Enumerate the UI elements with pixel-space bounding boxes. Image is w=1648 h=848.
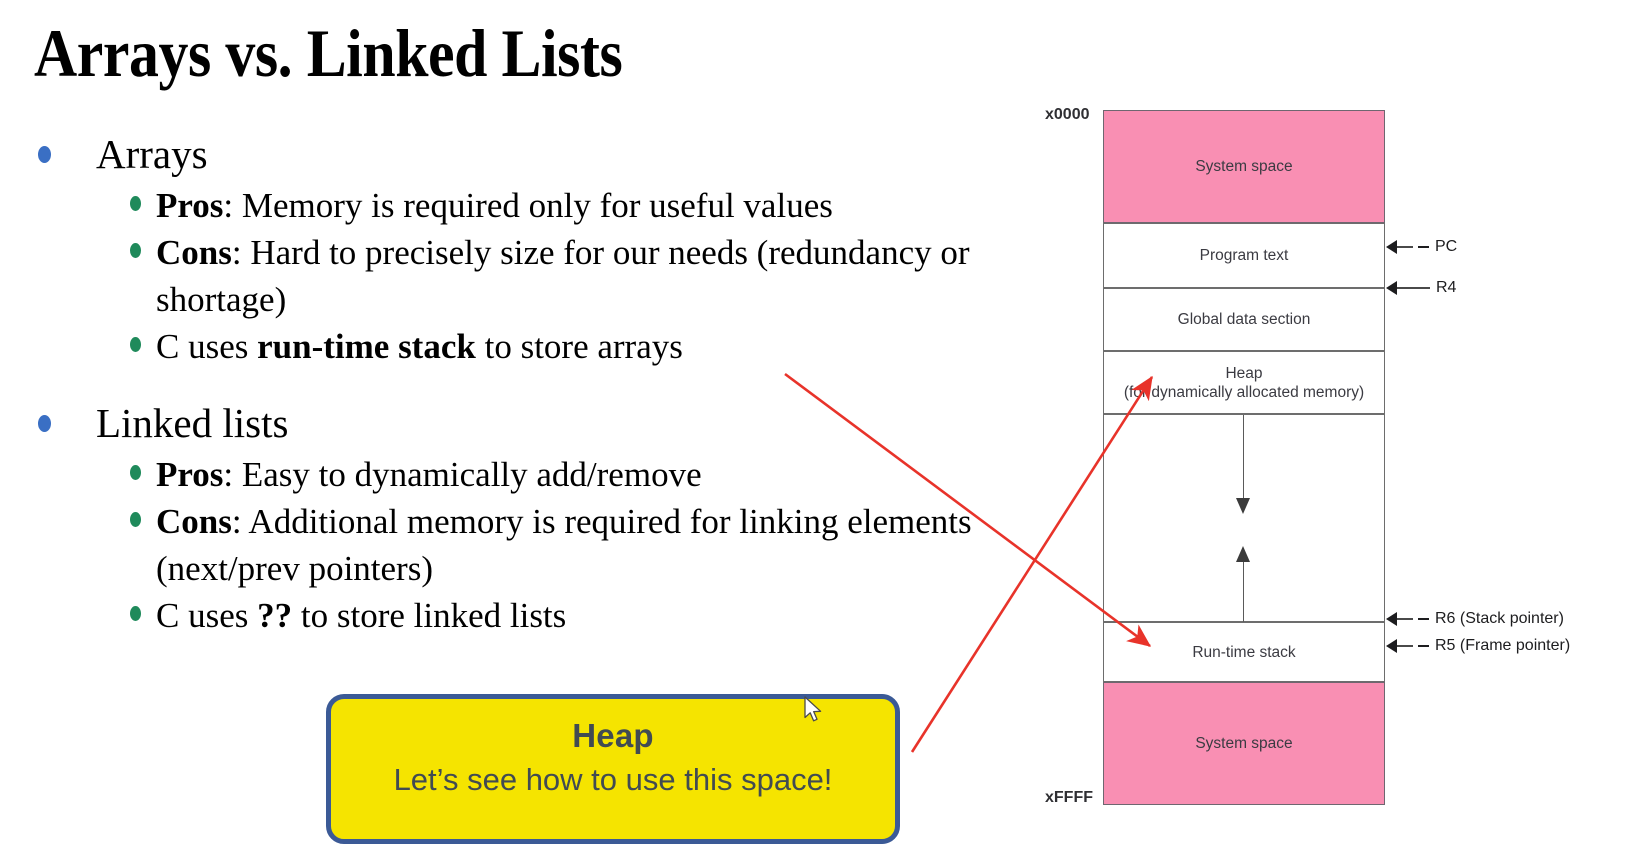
bullet-strong: Pros	[156, 186, 224, 225]
heap-callout-subtitle: Let’s see how to use this space!	[393, 762, 833, 797]
list-gap	[30, 370, 1040, 397]
bullet-rest: : Easy to dynamically add/remove	[223, 455, 702, 494]
register-pointer-r4: R4	[1386, 279, 1457, 296]
heap-callout-box[interactable]: Heap Let’s see how to use this space!	[326, 694, 900, 844]
bullet-dot-level2	[130, 465, 141, 480]
bullet-dot-level2	[130, 606, 141, 621]
address-label-top: x0000	[1045, 106, 1090, 123]
register-pointer-r6: R6 (Stack pointer)	[1386, 610, 1564, 627]
bullet-rest: : Memory is required only for useful val…	[223, 186, 833, 225]
bullet-l2-linked-cons-text: Cons: Additional memory is required for …	[156, 498, 1040, 592]
memory-segment-run-time-stack: Run-time stack	[1103, 622, 1385, 682]
bullet-dot-level2	[130, 196, 141, 211]
mouse-cursor-icon	[804, 696, 822, 722]
memory-segment-sublabel: (for dynamically allocated memory)	[1123, 383, 1365, 401]
bullet-l2-arrays-cuses: C uses run-time stack to store arrays	[30, 323, 1040, 370]
bullet-strong: Pros	[156, 455, 224, 494]
memory-segment-label: Program text	[1199, 247, 1289, 264]
bullet-rest: : Additional memory is required for link…	[156, 502, 972, 588]
memory-segment-label: System space	[1195, 158, 1293, 175]
bullet-pre: C uses	[156, 596, 258, 635]
bullet-dot-level1	[38, 146, 51, 163]
register-pointer-label: R6 (Stack pointer)	[1435, 610, 1564, 627]
bullet-pre: C uses	[156, 327, 258, 366]
bullet-dot-level1	[38, 415, 51, 432]
heap-grows-down-line	[1243, 415, 1244, 500]
bullet-l2-linked-cuses-text: C uses ?? to store linked lists	[156, 592, 1040, 639]
memory-segment-system-space-bottom: System space	[1103, 682, 1385, 805]
memory-segment-label: Global data section	[1177, 311, 1311, 328]
leader-line	[1397, 645, 1413, 647]
page-title: Arrays vs. Linked Lists	[34, 15, 623, 91]
dash-icon	[1418, 246, 1429, 248]
bullet-strong: ??	[257, 596, 293, 635]
memory-segment-program-text: Program text	[1103, 223, 1385, 288]
bullet-l2-arrays-cons: Cons: Hard to precisely size for our nee…	[30, 229, 1040, 323]
arrow-left-icon	[1386, 281, 1397, 295]
arrow-left-icon	[1386, 240, 1397, 254]
bullet-l2-arrays-pros: Pros: Memory is required only for useful…	[30, 182, 1040, 229]
bullet-rest: to store linked lists	[292, 596, 567, 635]
register-pointer-label: PC	[1435, 238, 1458, 255]
heap-grows-down-arrow-icon	[1236, 498, 1250, 514]
bullet-l1-linked-lists-label: Linked lists	[96, 400, 289, 446]
dash-icon	[1418, 645, 1429, 647]
bullet-rest: to store arrays	[475, 327, 683, 366]
bullet-l1-arrays-label: Arrays	[96, 131, 208, 177]
bullet-strong: Cons	[156, 233, 232, 272]
stack-grows-up-line	[1243, 554, 1244, 622]
bullet-l2-linked-cuses: C uses ?? to store linked lists	[30, 592, 1040, 639]
bullet-l2-arrays-cons-text: Cons: Hard to precisely size for our nee…	[156, 229, 1040, 323]
dash-icon	[1418, 618, 1429, 620]
memory-segment-label: Run-time stack	[1192, 643, 1296, 661]
memory-layout-diagram: x0000 xFFFF System space Program text Gl…	[1045, 106, 1570, 806]
memory-segment-heap: Heap (for dynamically allocated memory)	[1103, 351, 1385, 414]
heap-callout-title: Heap	[572, 717, 654, 754]
leader-line	[1397, 246, 1413, 248]
leader-line	[1397, 618, 1413, 620]
memory-segment-system-space-top: System space	[1103, 110, 1385, 223]
bullet-l2-linked-pros-text: Pros: Easy to dynamically add/remove	[156, 451, 1040, 498]
bullet-l1-linked-lists: Linked lists	[30, 397, 1040, 449]
bullet-strong: run-time stack	[257, 327, 476, 366]
register-pointer-label: R5 (Frame pointer)	[1435, 637, 1571, 654]
bullet-l2-linked-cons: Cons: Additional memory is required for …	[30, 498, 1040, 592]
bullet-dot-level2	[130, 512, 141, 527]
address-label-bottom: xFFFF	[1045, 789, 1093, 806]
bullet-dot-level2	[130, 243, 141, 258]
bullet-dot-level2	[130, 337, 141, 352]
bullet-l2-arrays-pros-text: Pros: Memory is required only for useful…	[156, 182, 1040, 229]
bullet-l1-arrays: Arrays	[30, 128, 1040, 180]
slide-body: Arrays Pros: Memory is required only for…	[30, 128, 1040, 639]
bullet-l2-arrays-cuses-text: C uses run-time stack to store arrays	[156, 323, 1040, 370]
memory-segment-label: Heap	[1225, 364, 1263, 382]
memory-segment-label: System space	[1195, 735, 1293, 752]
stack-grows-up-arrow-icon	[1236, 546, 1250, 562]
leader-line	[1397, 287, 1430, 289]
bullet-strong: Cons	[156, 502, 232, 541]
bullet-l2-linked-pros: Pros: Easy to dynamically add/remove	[30, 451, 1040, 498]
register-pointer-pc: PC	[1386, 238, 1458, 255]
bullet-rest: : Hard to precisely size for our needs (…	[156, 233, 970, 319]
arrow-left-icon	[1386, 612, 1397, 626]
register-pointer-label: R4	[1436, 279, 1457, 296]
memory-segment-global-data-section: Global data section	[1103, 288, 1385, 351]
register-pointer-r5: R5 (Frame pointer)	[1386, 637, 1571, 654]
arrow-left-icon	[1386, 639, 1397, 653]
memory-segment-free-space	[1103, 414, 1385, 622]
